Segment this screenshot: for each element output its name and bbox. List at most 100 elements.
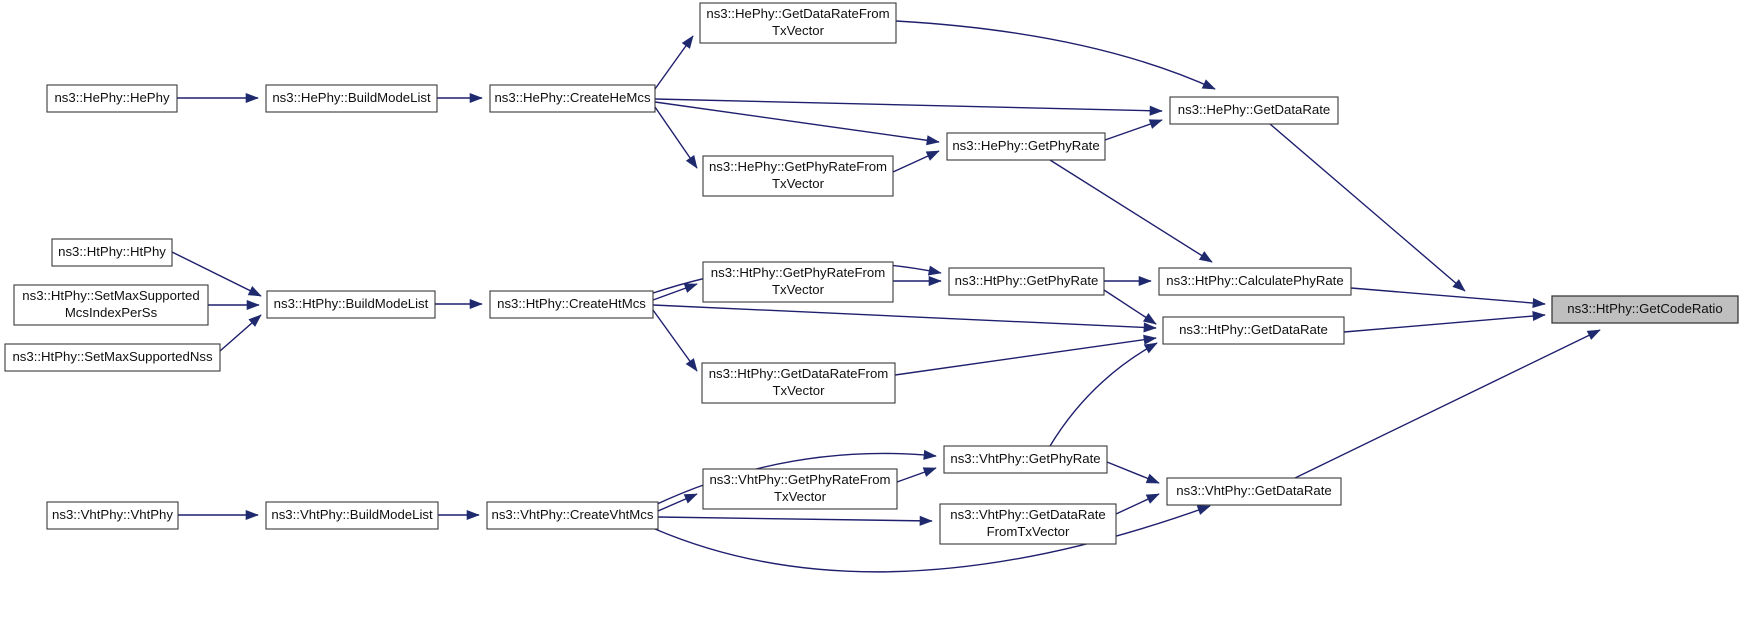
node-label: ns3::HtPhy::GetPhyRate — [955, 273, 1099, 288]
node-box[interactable] — [1162, 316, 1345, 345]
graph-node-vhtphy-getdatarate[interactable]: ns3::VhtPhy::GetDataRate — [1166, 477, 1342, 506]
node-box[interactable] — [46, 84, 178, 113]
edge-arrowhead — [683, 493, 698, 504]
node-box[interactable] — [51, 238, 173, 267]
graph-node-vhtphy-vhtphy[interactable]: ns3::VhtPhy::VhtPhy — [46, 501, 179, 530]
node-box[interactable] — [948, 267, 1105, 296]
graph-node-htphy-getcoderatio[interactable]: ns3::HtPhy::GetCodeRatio — [1551, 295, 1739, 324]
node-box[interactable] — [489, 290, 654, 319]
call-edge — [208, 299, 260, 311]
node-box[interactable] — [701, 362, 896, 404]
edge-arrowhead — [469, 298, 483, 310]
call-edge — [895, 20, 1216, 90]
node-box[interactable] — [489, 84, 656, 113]
edge-arrowhead — [469, 92, 483, 104]
edge-line — [654, 106, 698, 169]
node-box[interactable] — [265, 84, 438, 113]
edge-arrowhead — [1196, 505, 1211, 515]
node-box[interactable] — [939, 503, 1117, 545]
edge-line — [652, 304, 1157, 329]
edge-arrowhead — [919, 515, 933, 526]
edge-arrowhead — [685, 358, 698, 372]
edges-layer — [171, 20, 1601, 573]
node-label: ns3::HePhy::GetPhyRateFrom — [709, 159, 887, 174]
graph-node-htphy-calculatephyrate[interactable]: ns3::HtPhy::CalculatePhyRate — [1158, 267, 1352, 296]
edge-line — [1294, 329, 1601, 479]
graph-node-htphy-getphyrate[interactable]: ns3::HtPhy::GetPhyRate — [948, 267, 1105, 296]
node-label: ns3::VhtPhy::GetPhyRate — [950, 451, 1100, 466]
call-edge — [1350, 287, 1546, 309]
node-box[interactable] — [13, 284, 209, 326]
node-label: ns3::HePhy::HePhy — [54, 90, 169, 105]
graph-node-vhtphy-getphyrate[interactable]: ns3::VhtPhy::GetPhyRate — [943, 445, 1108, 474]
edge-line — [171, 251, 262, 297]
graph-node-htphy-buildmodelist[interactable]: ns3::HtPhy::BuildModeList — [266, 290, 436, 319]
edge-arrowhead — [245, 509, 259, 521]
node-box[interactable] — [46, 501, 179, 530]
node-box[interactable] — [265, 501, 439, 530]
graph-node-hephy-createhemcs[interactable]: ns3::HePhy::CreateHeMcs — [489, 84, 656, 113]
node-label: McsIndexPerSs — [65, 305, 158, 320]
graph-node-htphy-htphy[interactable]: ns3::HtPhy::HtPhy — [51, 238, 173, 267]
node-box[interactable] — [4, 343, 221, 372]
edge-arrowhead — [1452, 279, 1466, 292]
call-edge — [1106, 461, 1160, 484]
edge-line — [1049, 342, 1158, 447]
node-label: ns3::HtPhy::CalculatePhyRate — [1166, 273, 1343, 288]
call-edge — [652, 309, 698, 372]
node-label: ns3::HtPhy::GetCodeRatio — [1567, 301, 1722, 316]
graph-node-hephy-getdatarate[interactable]: ns3::HePhy::GetDataRate — [1169, 96, 1339, 125]
node-box[interactable] — [702, 261, 894, 303]
node-box[interactable] — [702, 468, 898, 510]
edge-arrowhead — [925, 150, 940, 161]
edge-line — [1350, 287, 1546, 305]
edge-arrowhead — [683, 283, 698, 293]
call-edge — [435, 298, 483, 310]
node-box[interactable] — [266, 290, 436, 319]
node-box[interactable] — [699, 2, 897, 44]
call-edge — [219, 314, 262, 352]
node-box[interactable] — [1166, 477, 1342, 506]
node-box[interactable] — [702, 155, 894, 197]
graph-node-hephy-getphyrate[interactable]: ns3::HePhy::GetPhyRate — [946, 132, 1106, 161]
edge-line — [654, 101, 940, 143]
node-box[interactable] — [1169, 96, 1339, 125]
node-box[interactable] — [1158, 267, 1352, 296]
edge-arrowhead — [1148, 119, 1163, 129]
node-label: TxVector — [772, 23, 825, 38]
node-label: ns3::VhtPhy::VhtPhy — [52, 507, 173, 522]
call-edge — [1294, 329, 1601, 479]
graph-node-htphy-createhtmcs[interactable]: ns3::HtPhy::CreateHtMcs — [489, 290, 654, 319]
edge-line — [654, 98, 1163, 112]
node-label: TxVector — [772, 282, 825, 297]
graph-node-vhtphy-buildmodelist[interactable]: ns3::VhtPhy::BuildModeList — [265, 501, 439, 530]
node-box[interactable] — [1551, 295, 1739, 324]
edge-line — [895, 20, 1216, 90]
graph-node-htphy-setmaxnss[interactable]: ns3::HtPhy::SetMaxSupportedNss — [4, 343, 221, 372]
node-box[interactable] — [943, 445, 1108, 474]
node-label: ns3::HtPhy::SetMaxSupportedNss — [12, 349, 213, 364]
graph-node-hephy-hephy[interactable]: ns3::HePhy::HePhy — [46, 84, 178, 113]
node-label: TxVector — [772, 176, 825, 191]
node-label: ns3::HePhy::GetPhyRate — [952, 138, 1099, 153]
call-edge — [657, 515, 933, 526]
edge-arrowhead — [681, 35, 694, 49]
graph-node-hephy-buildmodelist[interactable]: ns3::HePhy::BuildModeList — [265, 84, 438, 113]
call-edge — [654, 101, 940, 146]
node-box[interactable] — [946, 132, 1106, 161]
edge-arrowhead — [926, 135, 940, 146]
edge-arrowhead — [1201, 79, 1216, 90]
call-edge — [438, 509, 480, 521]
node-label: ns3::HtPhy::GetPhyRateFrom — [711, 265, 885, 280]
node-box[interactable] — [486, 501, 659, 530]
call-edge — [178, 509, 259, 521]
graph-node-htphy-getdatarate[interactable]: ns3::HtPhy::GetDataRate — [1162, 316, 1345, 345]
graph-node-vhtphy-createvhtmcs[interactable]: ns3::VhtPhy::CreateVhtMcs — [486, 501, 659, 530]
